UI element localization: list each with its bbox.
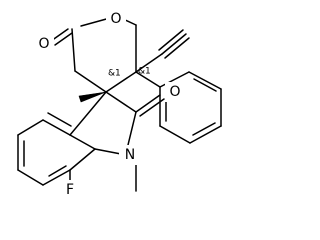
bond-oxindole-carbonyl-double-2	[139, 98, 165, 117]
atom-labels: O O O N F &1 &1	[34, 9, 185, 200]
atom-label-o-oxindole-carbonyl: O	[169, 84, 180, 100]
bond-benzo-7	[69, 148, 96, 171]
bond-lactone-carbonyl-line-2	[54, 32, 73, 46]
bond-c-c1-ring-o	[80, 17, 111, 27]
molecule-structure-diagram: O O O N F &1 &1	[17, 9, 222, 200]
bond-phenyl-inner-2	[192, 122, 216, 136]
label-mask-o-lactone-carbonyl	[34, 34, 54, 54]
bond-n-aryl	[94, 148, 122, 155]
bond-phenyl-2	[188, 71, 222, 90]
atom-label-f-substituent: F	[66, 182, 74, 198]
bond-spiro-oxindole-carbonyl	[105, 91, 137, 113]
bond-alkyne-triple-3	[164, 37, 190, 59]
bond-spiro-benzo	[69, 91, 107, 136]
bond-benzo-inner-3	[48, 165, 67, 177]
bond-phenyl-1	[159, 71, 190, 88]
stereo-label-quaternary-center: &1	[138, 67, 151, 77]
atom-label-o-lactone-carbonyl: O	[38, 36, 49, 52]
bond-spiro-ch2	[74, 70, 107, 93]
bond-phenyl-4	[189, 125, 222, 144]
atom-label-o-ring: O	[110, 11, 121, 27]
label-mask-f-substituent	[60, 180, 80, 200]
bond-alkyne-triple-2	[158, 29, 184, 51]
bond-benzo-2	[42, 119, 71, 136]
bond-oxindole-carbonyl-double-1	[135, 94, 161, 113]
bond-benzo-inner-1	[47, 112, 72, 127]
bond-benzo-6	[42, 169, 71, 186]
bond-quaternary-alkyne	[135, 53, 163, 73]
stereo-label-spiro-center: &1	[108, 69, 121, 79]
bond-phenyl-5	[159, 125, 191, 144]
stereo-wedge-bond	[78, 91, 107, 103]
atom-label-n-amide: N	[125, 147, 135, 163]
label-mask-o-ring	[106, 9, 126, 29]
label-mask-o-oxindole-carbonyl	[165, 82, 185, 102]
bond-benzo-1	[69, 134, 96, 150]
bond-benzo-3	[17, 119, 44, 136]
bond-alkyne-triple-1	[161, 33, 187, 55]
bond-quaternary-spiro	[105, 71, 137, 93]
bond-carbonyl-to-n	[127, 111, 137, 146]
bond-lines	[17, 17, 222, 192]
bond-quaternary-phenyl	[135, 71, 161, 88]
label-mask-n-amide	[119, 145, 141, 165]
bond-benzo-5	[17, 169, 44, 186]
bond-phenyl-inner-1	[193, 78, 217, 92]
bond-ch2-lactone-carbon	[71, 28, 76, 72]
